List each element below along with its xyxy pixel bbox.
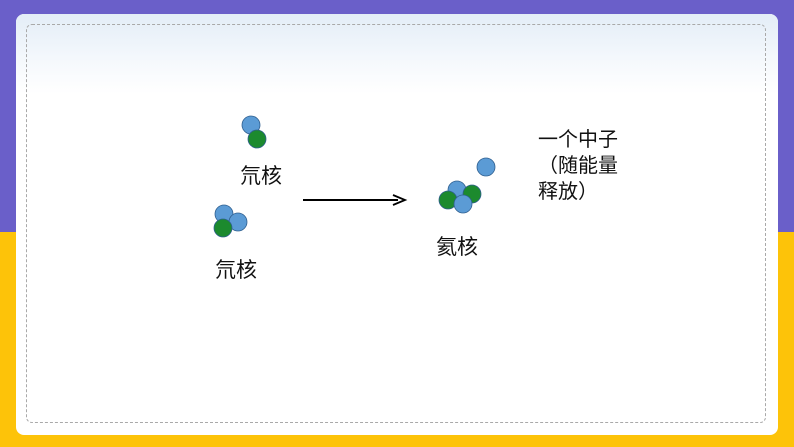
- neutron: [247, 129, 267, 149]
- free-neutron-particle: [476, 157, 496, 177]
- neutron-note: 一个中子 （随能量 释放）: [538, 126, 618, 204]
- deuterium-label-1: 氘核: [240, 164, 282, 188]
- helium-nucleus: [438, 180, 482, 214]
- helium-label: 氦核: [436, 235, 478, 259]
- reaction-arrow: [303, 194, 408, 206]
- note-line-3: 释放）: [538, 179, 598, 203]
- neutron: [213, 218, 233, 238]
- deuterium-label-2: 氘核: [215, 258, 257, 282]
- card-cloud-decoration: [16, 14, 778, 94]
- deuterium-nucleus-1: [241, 115, 267, 149]
- note-line-1: 一个中子: [538, 127, 618, 151]
- slide-card: [16, 14, 778, 435]
- proton: [453, 194, 473, 214]
- note-line-2: （随能量: [538, 153, 618, 177]
- deuterium-nucleus-2: [213, 204, 248, 238]
- proton: [476, 157, 496, 177]
- card-dashed-border: [26, 24, 766, 423]
